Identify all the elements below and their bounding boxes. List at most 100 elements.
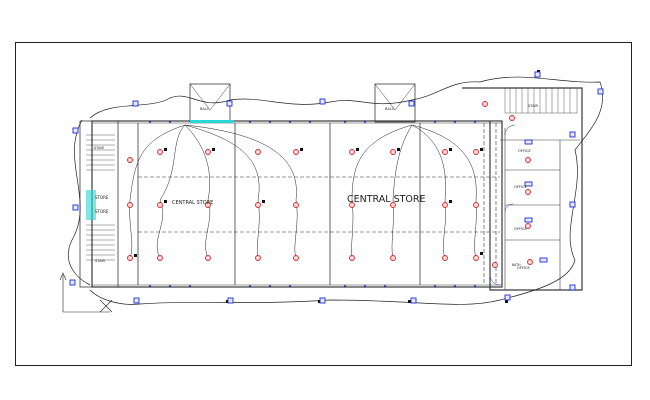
switch-box-icon <box>72 204 79 211</box>
ceiling-light-icon <box>255 255 261 261</box>
wall-points <box>149 121 476 287</box>
socket-icon <box>397 148 400 151</box>
switch-box-icon <box>410 297 417 304</box>
balcony-label-2: BALC <box>385 107 395 111</box>
ceiling-light-icon <box>349 255 355 261</box>
socket-icon <box>449 200 452 203</box>
socket-icon <box>134 254 137 257</box>
ceiling-light-icon <box>205 149 211 155</box>
stair-label-left-upper: STAIR <box>94 146 105 150</box>
ceiling-light-icon <box>293 202 299 208</box>
right-stairs <box>504 87 578 114</box>
socket-icon <box>300 148 303 151</box>
store-label-lower: STORE <box>95 209 109 214</box>
ceiling-light-icon <box>157 149 163 155</box>
socket-icon <box>449 148 452 151</box>
switch-box-icon <box>597 88 604 95</box>
ceiling-light-icon <box>293 149 299 155</box>
switch-box-icon <box>227 297 234 304</box>
ceiling-light-icon <box>473 149 479 155</box>
balcony-label-1: BALC <box>200 107 210 111</box>
switch-box-icon <box>539 257 548 263</box>
switch-box-icon <box>524 181 533 187</box>
switch-box-icon <box>319 297 326 304</box>
stair-label-left-lower: STAIR <box>95 259 106 263</box>
switch-box-icon <box>524 217 533 223</box>
ceiling-light-icon <box>205 202 211 208</box>
light-wiring <box>129 124 477 259</box>
ceiling-light-icon <box>349 202 355 208</box>
socket-icon <box>226 300 229 303</box>
walls <box>79 83 583 291</box>
ceiling-light-icon <box>525 157 531 163</box>
ceiling-light-icon <box>255 202 261 208</box>
switch-boxes <box>69 71 604 304</box>
ceiling-light-icon <box>525 223 531 229</box>
ceiling-light-icon <box>349 149 355 155</box>
switch-box-icon <box>524 139 533 145</box>
ceiling-light-icon <box>492 262 498 268</box>
ceiling-light-icon <box>157 255 163 261</box>
ceiling-light-icon <box>473 255 479 261</box>
central-store-label-small: CENTRAL STORE <box>172 200 213 206</box>
socket-icon <box>356 148 359 151</box>
ceiling-light-icon <box>390 255 396 261</box>
switch-box-icon <box>504 294 511 301</box>
store-label-upper: STORE <box>95 195 109 200</box>
socket-icon <box>164 148 167 151</box>
ceiling-light-icon <box>482 101 488 107</box>
ceiling-light-icon <box>390 202 396 208</box>
ceiling-light-icon <box>473 202 479 208</box>
ceiling-light-icon <box>525 189 531 195</box>
switch-box-icon <box>319 98 326 105</box>
north-arrow-icon <box>59 272 113 313</box>
light-fixtures <box>127 101 533 268</box>
ceiling-light-icon <box>127 255 133 261</box>
ceiling-light-icon <box>255 149 261 155</box>
stair-label-right: STAIR <box>528 104 539 108</box>
left-stairs <box>86 134 115 261</box>
switch-box-icon <box>133 297 140 304</box>
beam-lines <box>138 123 500 285</box>
ceiling-light-icon <box>293 255 299 261</box>
socket-icon <box>537 70 540 73</box>
ceiling-light-icon <box>127 202 133 208</box>
switch-box-icon <box>69 279 76 286</box>
ceiling-light-icon <box>509 115 515 121</box>
sockets <box>134 70 540 303</box>
ceiling-light-icon <box>442 149 448 155</box>
ceiling-light-icon <box>157 202 163 208</box>
ceiling-light-icon <box>390 149 396 155</box>
switch-box-icon <box>408 100 415 107</box>
switch-box-icon <box>226 100 233 107</box>
switch-box-icon <box>569 284 576 291</box>
ceiling-light-icon <box>527 259 533 265</box>
ceiling-light-icon <box>205 255 211 261</box>
doors <box>489 124 516 286</box>
central-store-label-large: CENTRAL STORE <box>347 194 426 205</box>
socket-icon <box>318 300 321 303</box>
switch-box-icon <box>569 131 576 138</box>
ceiling-light-icon <box>127 157 133 163</box>
office-label-1: OFFICE <box>518 149 532 153</box>
socket-icon <box>212 148 215 151</box>
room-labels: CENTRAL STORE CENTRAL STORE STORE STORE … <box>94 104 539 270</box>
socket-icon <box>505 300 508 303</box>
bath-label: BATH <box>512 263 521 267</box>
socket-icon <box>164 200 167 203</box>
switch-box-icon <box>534 71 541 78</box>
ceiling-light-icon <box>442 255 448 261</box>
socket-icon <box>480 252 483 255</box>
switch-box-icon <box>569 201 576 208</box>
switch-box-icon <box>132 100 139 107</box>
ceiling-light-icon <box>442 202 448 208</box>
switch-box-icon <box>72 127 79 134</box>
outer-wiring <box>67 76 604 305</box>
office-label-4: OFFICE <box>517 266 531 270</box>
drawing-border <box>15 42 632 366</box>
office-label-2: OFFICE <box>514 185 528 189</box>
office-label-3: OFFICE <box>514 227 528 231</box>
socket-icon <box>480 148 483 151</box>
socket-icon <box>262 200 265 203</box>
